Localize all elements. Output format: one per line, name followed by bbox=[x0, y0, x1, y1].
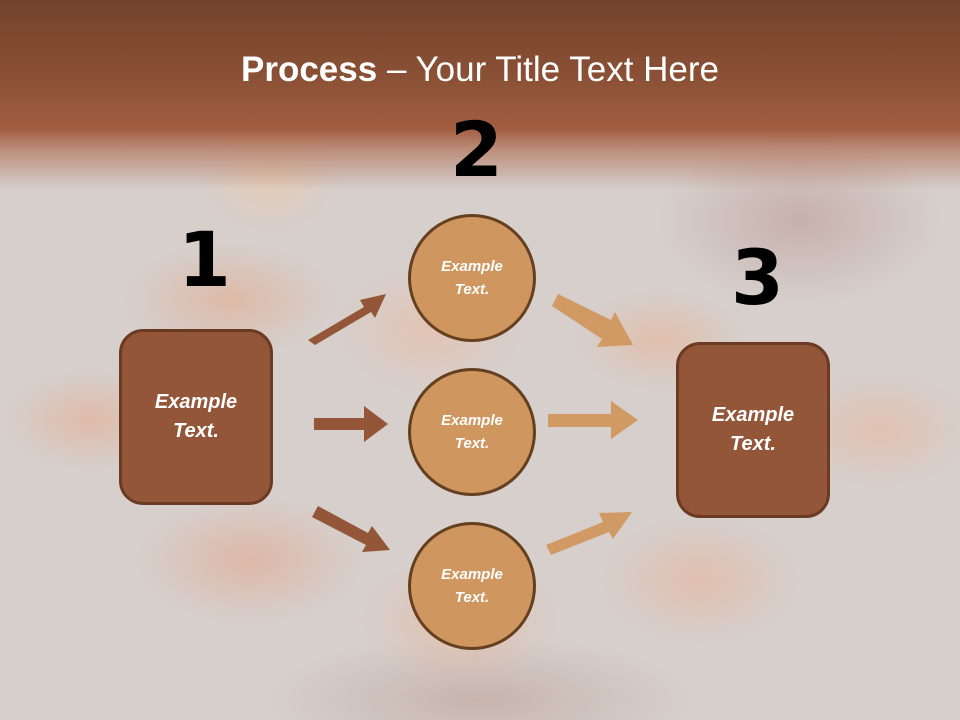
step-box-1-text: Example Text. bbox=[154, 391, 238, 442]
arrow-right-icon bbox=[548, 401, 638, 439]
middle-node-top-text: Example Text. bbox=[441, 258, 503, 298]
middle-node-center: Example Text. bbox=[408, 368, 536, 496]
step-box-3-text: Example Text. bbox=[711, 404, 795, 455]
middle-node-bottom: Example Text. bbox=[408, 522, 536, 650]
arrow-right-icon bbox=[314, 406, 388, 442]
arrow-down-right-icon bbox=[312, 506, 390, 552]
step-box-1: Example Text. bbox=[119, 329, 273, 505]
step-box-3: Example Text. bbox=[676, 342, 830, 518]
step-number-2: 2 bbox=[450, 105, 503, 194]
title-bold: Process bbox=[241, 50, 378, 89]
step-number-3: 3 bbox=[731, 233, 784, 322]
arrow-up-right-icon bbox=[308, 294, 386, 345]
header-band bbox=[0, 0, 960, 190]
arrow-down-right-icon bbox=[552, 294, 633, 347]
arrow-up-right-icon bbox=[546, 512, 632, 555]
step-number-1: 1 bbox=[178, 215, 231, 304]
title-rest: – Your Title Text Here bbox=[377, 50, 719, 89]
right-arrows-group bbox=[546, 294, 638, 555]
slide-title: Process – Your Title Text Here bbox=[0, 50, 960, 90]
left-arrows-group bbox=[308, 294, 390, 552]
middle-node-bottom-text: Example Text. bbox=[441, 566, 503, 606]
middle-node-center-text: Example Text. bbox=[441, 412, 503, 452]
middle-node-top: Example Text. bbox=[408, 214, 536, 342]
